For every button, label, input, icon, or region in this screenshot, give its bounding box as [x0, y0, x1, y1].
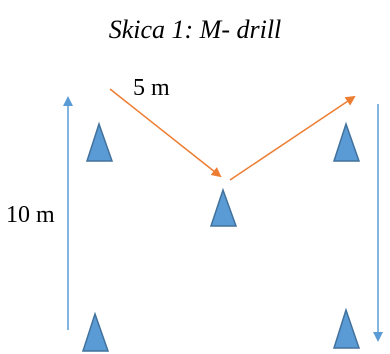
cone-top-left-icon	[85, 121, 114, 162]
path-arrow-to-middle	[109, 88, 222, 178]
distance-label-10m: 10 m	[6, 202, 55, 228]
cone-middle-icon	[209, 187, 238, 227]
cone-top-right-icon	[332, 121, 361, 162]
distance-label-5m: 5 m	[133, 75, 170, 101]
cone-bottom-left-icon	[81, 311, 110, 352]
diagram-title: Skica 1: M- drill	[109, 15, 282, 44]
cone-bottom-right-icon	[332, 307, 361, 349]
path-arrow-to-right	[229, 95, 356, 181]
